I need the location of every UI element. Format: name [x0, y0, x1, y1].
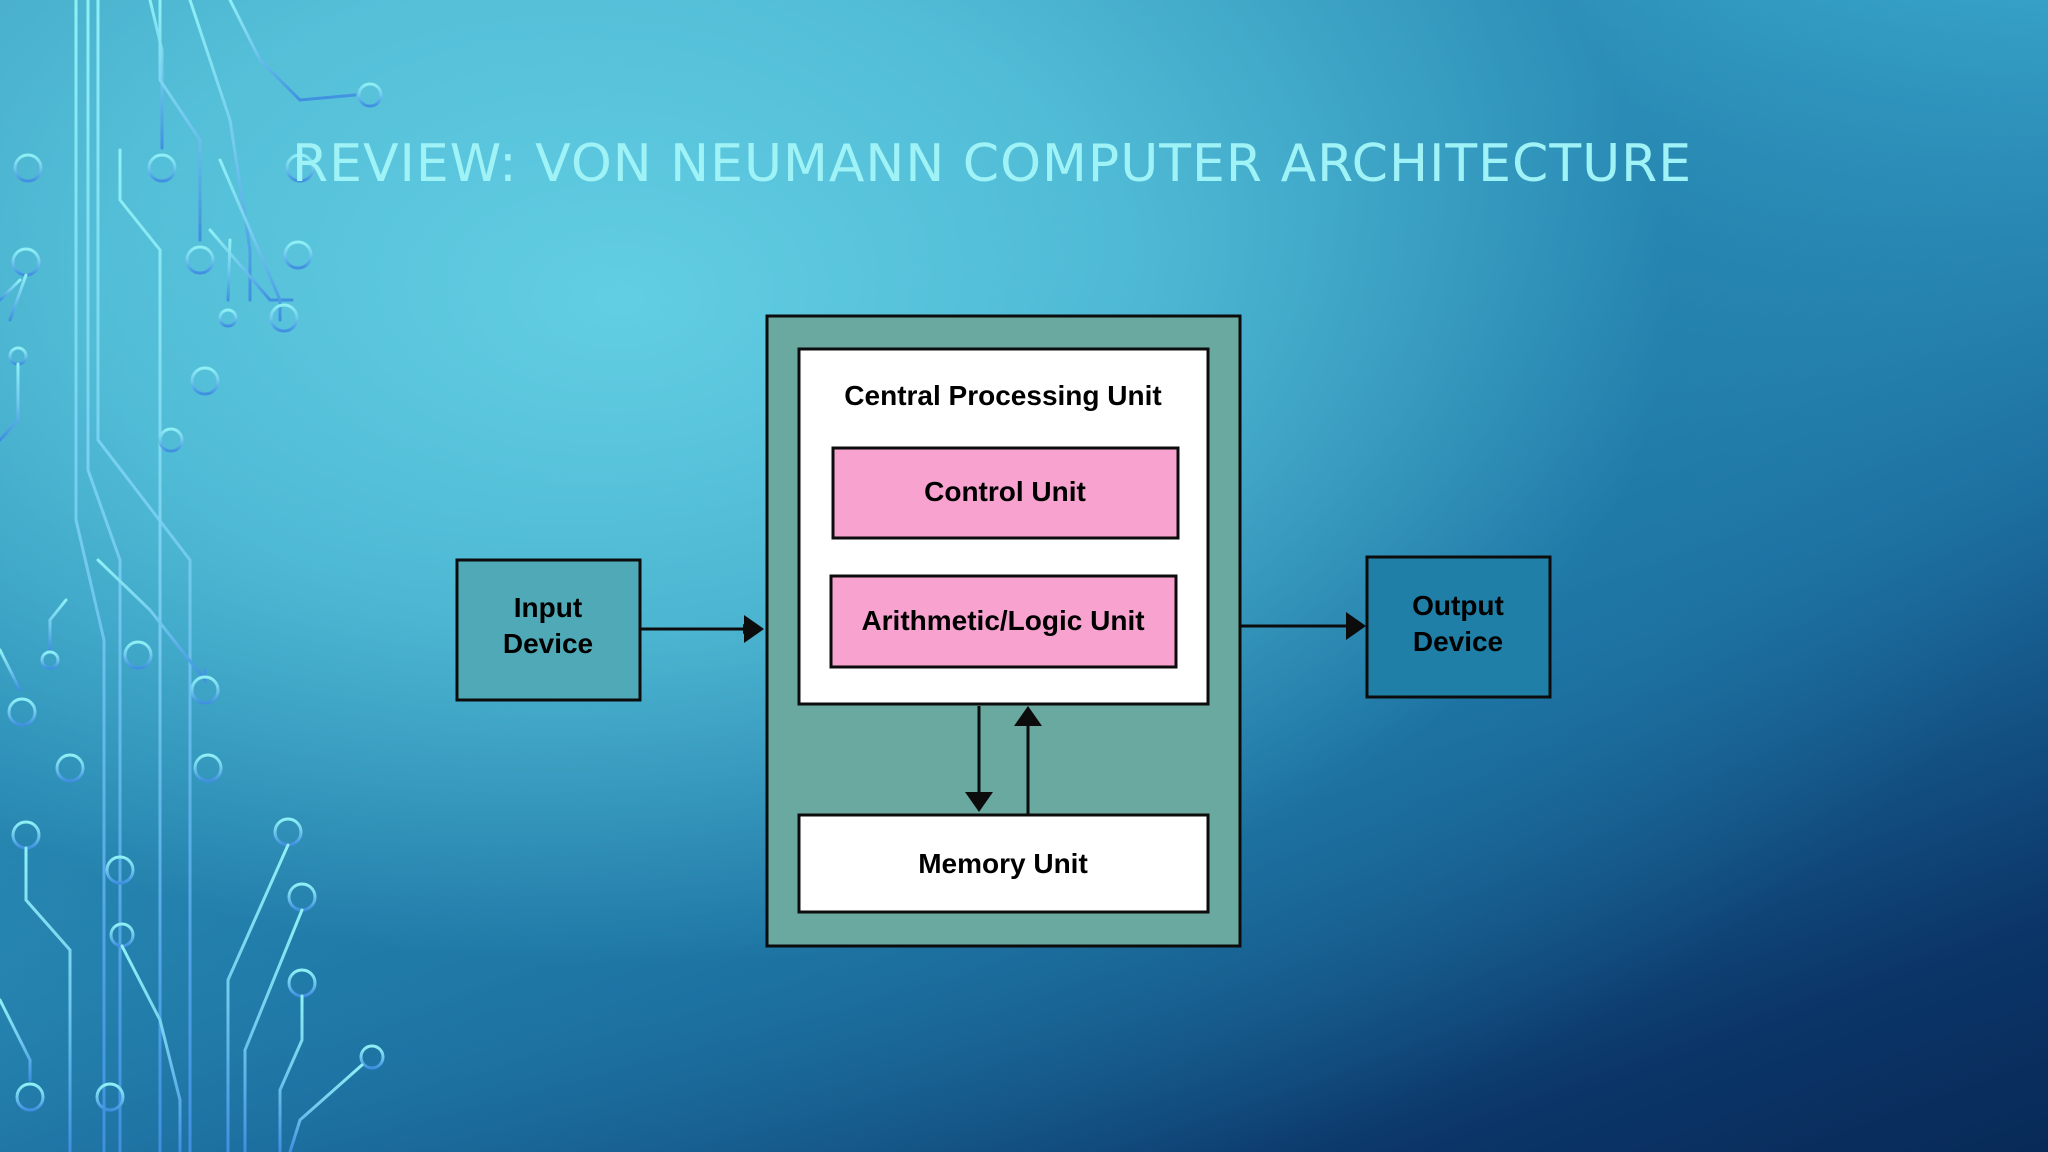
input-device-label-line2: Device — [503, 628, 593, 659]
output-device-box: Output Device — [1365, 555, 1552, 699]
input-device-label-line1: Input — [514, 592, 582, 623]
output-device-label-line2: Device — [1413, 626, 1503, 657]
arrowhead-up — [1014, 706, 1042, 726]
alu-box: Arithmetic/Logic Unit — [829, 574, 1178, 669]
input-device-box: Input Device — [455, 558, 642, 702]
arrowhead-input — [744, 615, 764, 643]
alu-label: Arithmetic/Logic Unit — [861, 605, 1144, 636]
arrowhead-down — [965, 792, 993, 812]
memory-unit-box: Memory Unit — [797, 813, 1210, 914]
output-device-label-line1: Output — [1412, 590, 1504, 621]
control-unit-label: Control Unit — [924, 476, 1086, 507]
memory-unit-label: Memory Unit — [918, 848, 1088, 879]
control-unit-box: Control Unit — [831, 446, 1180, 540]
arrowhead-output — [1346, 612, 1366, 640]
cpu-label: Central Processing Unit — [844, 380, 1161, 411]
circuit-decoration — [0, 0, 385, 1152]
slide-title: REVIEW: VON NEUMANN COMPUTER ARCHITECTUR… — [292, 134, 1693, 194]
